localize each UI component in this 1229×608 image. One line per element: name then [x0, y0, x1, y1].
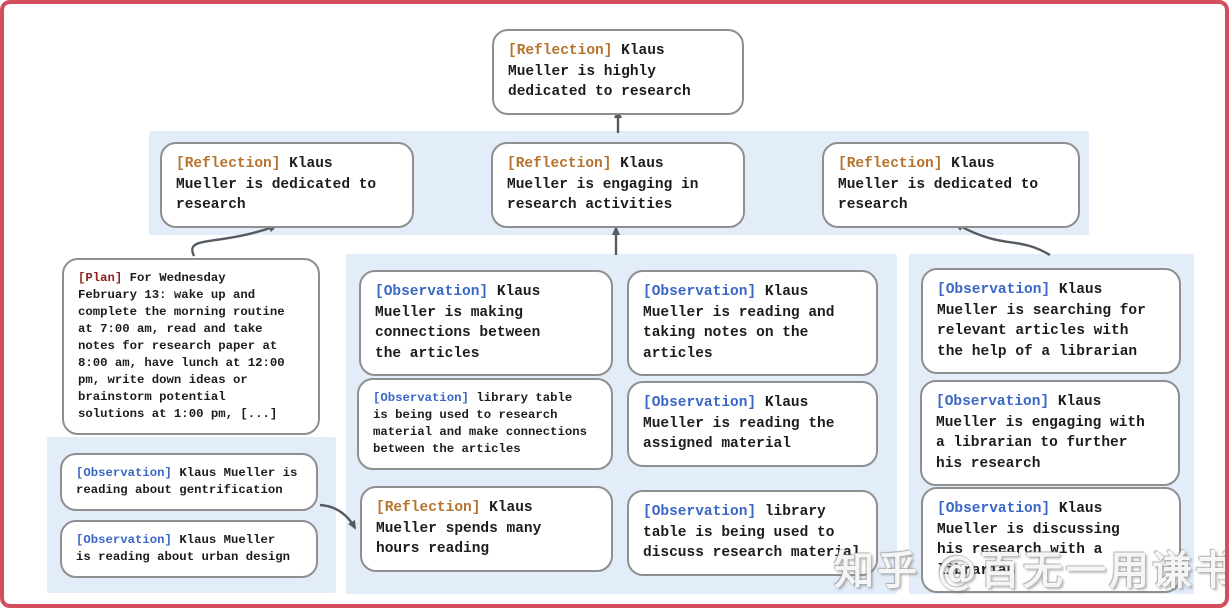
node-obs-discussing: [Observation] Klaus Mueller is discussin… — [921, 487, 1181, 594]
node-text: Klaus Mueller is reading about gentrific… — [76, 466, 298, 497]
node-text: Klaus Mueller is reading about urban des… — [76, 533, 291, 564]
node-tag: [Plan] — [78, 271, 123, 285]
node-text: Klaus Mueller is reading and taking note… — [643, 284, 835, 362]
node-tag: [Observation] — [937, 501, 1051, 517]
node-obs-urban-design: [Observation] Klaus Mueller is reading a… — [60, 520, 318, 578]
node-plan: [Plan] For Wednesday February 13: wake u… — [62, 258, 320, 435]
node-tag: [Reflection] — [838, 156, 943, 172]
node-tag: [Reflection] — [176, 156, 281, 172]
node-text: Klaus Mueller is highly dedicated to res… — [508, 43, 691, 101]
node-tag: [Reflection] — [508, 43, 613, 59]
node-reflection-right: [Reflection] Klaus Mueller is dedicated … — [822, 142, 1080, 228]
node-reflection-hours: [Reflection] Klaus Mueller spends many h… — [360, 486, 613, 572]
node-obs-assigned: [Observation] Klaus Mueller is reading t… — [627, 381, 878, 467]
node-tag: [Observation] — [373, 391, 469, 405]
node-obs-gentrification: [Observation] Klaus Mueller is reading a… — [60, 453, 318, 511]
node-text: Klaus Mueller is discussing his research… — [937, 501, 1120, 579]
node-obs-engaging: [Observation] Klaus Mueller is engaging … — [920, 380, 1180, 487]
node-text: Klaus Mueller is searching for relevant … — [937, 282, 1146, 360]
node-text: library table is being used to research … — [373, 391, 588, 456]
node-text: Klaus Mueller is engaging with a librari… — [936, 394, 1145, 472]
node-text: For Wednesday February 13: wake up and c… — [78, 271, 285, 421]
node-text: Klaus Mueller is reading the assigned ma… — [643, 395, 835, 453]
node-tag: [Reflection] — [376, 500, 481, 516]
node-tag: [Observation] — [76, 466, 172, 480]
node-tag: [Observation] — [643, 395, 757, 411]
node-text: library table is being used to discuss r… — [643, 504, 861, 562]
node-tag: [Observation] — [643, 284, 757, 300]
node-reflection-left: [Reflection] Klaus Mueller is dedicated … — [160, 142, 414, 228]
node-obs-taking-notes: [Observation] Klaus Mueller is reading a… — [627, 270, 878, 377]
node-reflection-root: [Reflection] Klaus Mueller is highly ded… — [492, 29, 744, 115]
node-text: Klaus Mueller is making connections betw… — [375, 284, 541, 362]
node-obs-connections: [Observation] Klaus Mueller is making co… — [359, 270, 613, 377]
node-reflection-mid: [Reflection] Klaus Mueller is engaging i… — [491, 142, 745, 228]
node-obs-searching: [Observation] Klaus Mueller is searching… — [921, 268, 1181, 375]
node-tag: [Observation] — [936, 394, 1050, 410]
node-text: Klaus Mueller spends many hours reading — [376, 500, 542, 558]
node-tag: [Reflection] — [507, 156, 612, 172]
zhihu-watermark: 知乎 @百无一用谦书生 — [834, 548, 1225, 594]
node-tag: [Observation] — [375, 284, 489, 300]
node-tag: [Observation] — [643, 504, 757, 520]
node-tag: [Observation] — [76, 533, 172, 547]
node-text: Klaus Mueller is engaging in research ac… — [507, 156, 699, 214]
node-text: Klaus Mueller is dedicated to research — [176, 156, 377, 214]
node-text: Klaus Mueller is dedicated to research — [838, 156, 1039, 214]
node-obs-library-discuss: [Observation] library table is being use… — [627, 490, 878, 576]
node-obs-library-research: [Observation] library table is being use… — [357, 378, 613, 470]
node-tag: [Observation] — [937, 282, 1051, 298]
